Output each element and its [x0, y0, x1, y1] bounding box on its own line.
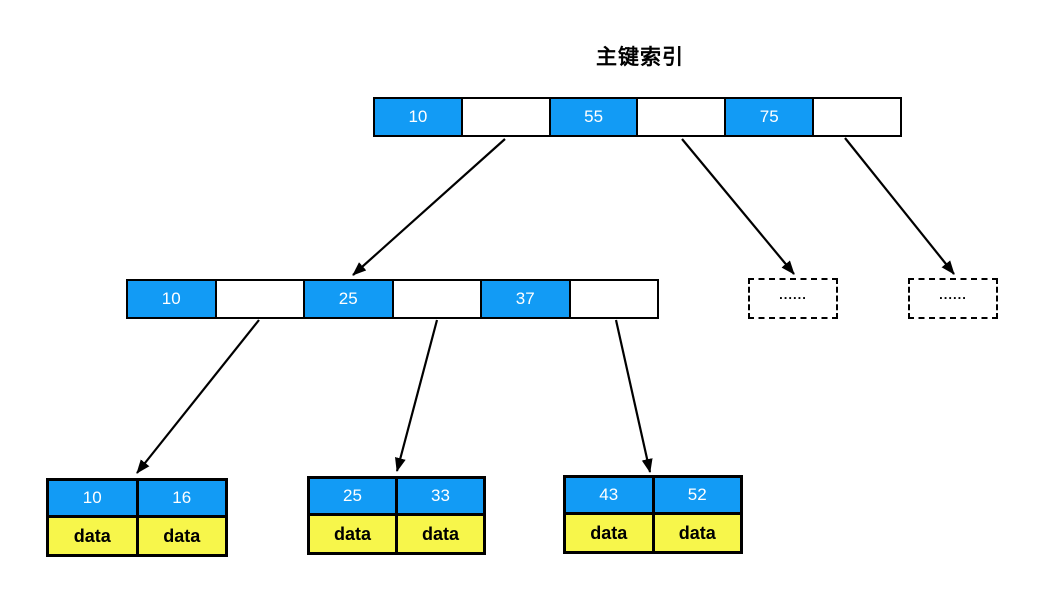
pointer-cell	[638, 99, 727, 135]
pointer-cell	[462, 99, 551, 135]
pointer-cell	[393, 281, 482, 317]
key-cell: 16	[138, 481, 225, 515]
pointer-cell	[216, 281, 305, 317]
key-cell: 25	[310, 479, 398, 513]
key-cell: 55	[550, 99, 639, 135]
key-cell: 10	[128, 281, 217, 317]
data-cell: data	[49, 518, 139, 554]
pointer-cell	[814, 99, 900, 135]
key-cell: 10	[375, 99, 463, 135]
data-cell: data	[566, 515, 655, 551]
key-cell: 43	[566, 478, 655, 512]
data-cell: data	[138, 518, 225, 554]
key-cell: 52	[654, 478, 740, 512]
arrow-internal-to-leaf-3	[614, 319, 653, 473]
arrow-root-to-internal	[352, 138, 506, 276]
ellipsis-label: ......	[779, 286, 807, 302]
leaf-data-row: data data	[310, 513, 483, 552]
leaf-node: 25 33 data data	[307, 476, 486, 555]
pointer-cell	[570, 281, 657, 317]
arrow-root-to-placeholder-1	[681, 138, 795, 275]
diagram-title: 主键索引	[596, 46, 684, 69]
arrow-internal-to-leaf-1	[136, 319, 260, 474]
leaf-node: 10 16 data data	[46, 478, 228, 557]
leaf-key-row: 10 16	[49, 481, 225, 515]
data-cell: data	[310, 516, 398, 552]
key-cell: 75	[726, 99, 815, 135]
root-node: 10 55 75	[373, 97, 902, 137]
key-cell: 10	[49, 481, 139, 515]
key-cell: 33	[398, 479, 483, 513]
data-cell: data	[398, 516, 483, 552]
leaf-key-row: 25 33	[310, 479, 483, 513]
placeholder-node: ......	[908, 278, 998, 319]
placeholder-node: ......	[748, 278, 838, 319]
internal-node: 10 25 37	[126, 279, 659, 319]
leaf-key-row: 43 52	[566, 478, 740, 512]
leaf-node: 43 52 data data	[563, 475, 743, 554]
arrow-root-to-placeholder-2	[844, 137, 955, 275]
ellipsis-label: ......	[939, 286, 967, 302]
key-cell: 25	[305, 281, 394, 317]
key-cell: 37	[482, 281, 571, 317]
arrow-internal-to-leaf-2	[395, 319, 439, 472]
data-cell: data	[654, 515, 740, 551]
leaf-data-row: data data	[49, 515, 225, 554]
leaf-data-row: data data	[566, 512, 740, 551]
